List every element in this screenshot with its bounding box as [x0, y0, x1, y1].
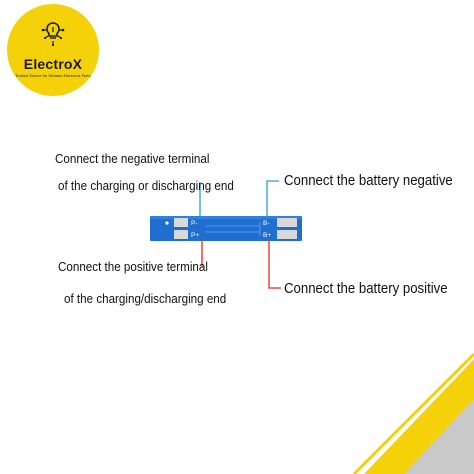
pad-b-minus — [277, 218, 297, 227]
label-b-plus: Connect the battery positive — [284, 280, 448, 297]
corner-decoration — [352, 352, 474, 474]
brand-name: ElectroX — [23, 56, 83, 72]
label-p-minus-line2: of the charging or discharging end — [58, 179, 234, 193]
lightbulb-circuit-icon — [41, 22, 65, 46]
pad-p-minus — [174, 218, 188, 227]
label-p-minus-line1: Connect the negative terminal — [55, 152, 210, 166]
leader-b-minus — [266, 180, 279, 218]
leader-b-plus — [268, 240, 281, 289]
pad-label-p-minus: P- — [191, 220, 198, 227]
pad-label-b-minus: B- — [263, 220, 270, 227]
label-p-plus-line2: of the charging/discharging end — [64, 292, 227, 306]
bms-board: P- P+ B- B+ — [150, 216, 302, 241]
pad-label-b-plus: B+ — [263, 232, 271, 239]
brand-tagline: Trusted Source for Reliable Electronic P… — [15, 74, 91, 78]
label-b-minus: Connect the battery negative — [284, 172, 453, 189]
pad-p-plus — [174, 230, 188, 239]
electrox-logo: ElectroX Trusted Source for Reliable Ele… — [7, 4, 99, 96]
pad-label-p-plus: P+ — [191, 232, 199, 239]
pad-b-plus — [277, 230, 297, 239]
label-p-plus-line1: Connect the positive terminal — [58, 260, 208, 274]
